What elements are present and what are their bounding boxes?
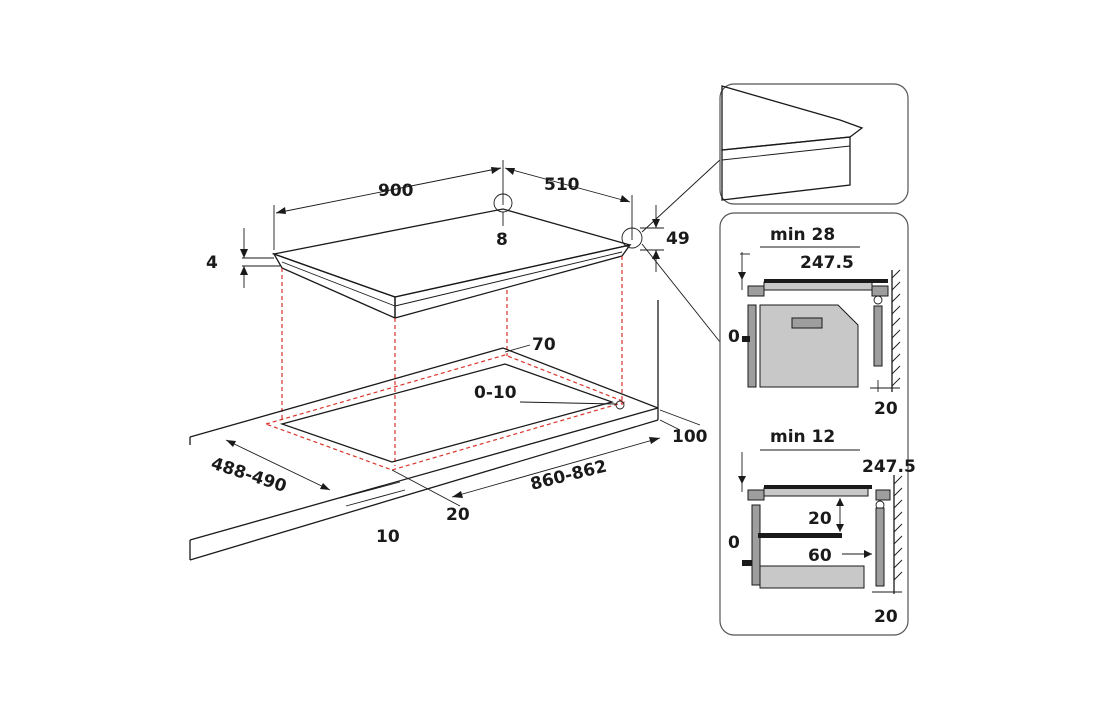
dim-width-label: 900	[378, 181, 414, 201]
dim-height-label: 49	[666, 229, 690, 249]
top-dim-label: 247.5	[800, 253, 854, 273]
cutout-guides	[264, 256, 627, 471]
cut-side-label: 70	[532, 335, 556, 355]
edge-zoom-panel	[719, 83, 909, 205]
cut-tolerance-label: 0-10	[474, 383, 517, 403]
top-zero-label: 0	[728, 327, 740, 347]
dim-thickness-label: 4	[206, 253, 218, 273]
cut-min-edge-label: 20	[446, 505, 470, 525]
installation-panel: min 28 247.5 0 20 min 12	[719, 212, 916, 636]
bottom-zero-label: 0	[728, 533, 740, 553]
hob-drawing: 900 510 8 4 49	[206, 157, 723, 343]
bottom-dim-label: 247.5	[862, 457, 916, 477]
cutout-dimensions: 70 0-10 100 488-490 860-862 20 10	[208, 335, 707, 547]
hob-side-right	[394, 243, 632, 319]
dim-depth-label: 510	[544, 175, 580, 195]
top-wall-gap-label: 20	[874, 399, 898, 419]
bottom-gap-horizontal-label: 60	[808, 546, 832, 566]
cut-depth-label: 488-490	[208, 454, 289, 497]
hob-side-front	[272, 252, 396, 319]
dim-edge-label: 8	[496, 230, 508, 250]
cut-front-gap-label: 100	[672, 427, 708, 447]
cut-front-label: 10	[376, 527, 400, 547]
bottom-min-label: min 12	[770, 427, 835, 447]
cut-width-label: 860-862	[528, 457, 609, 495]
top-min-label: min 28	[770, 225, 835, 245]
corner-detail-circle	[621, 227, 643, 249]
bottom-gap-vertical-label: 20	[808, 509, 832, 529]
worktop	[189, 300, 659, 561]
bottom-wall-gap-label: 20	[874, 607, 898, 627]
